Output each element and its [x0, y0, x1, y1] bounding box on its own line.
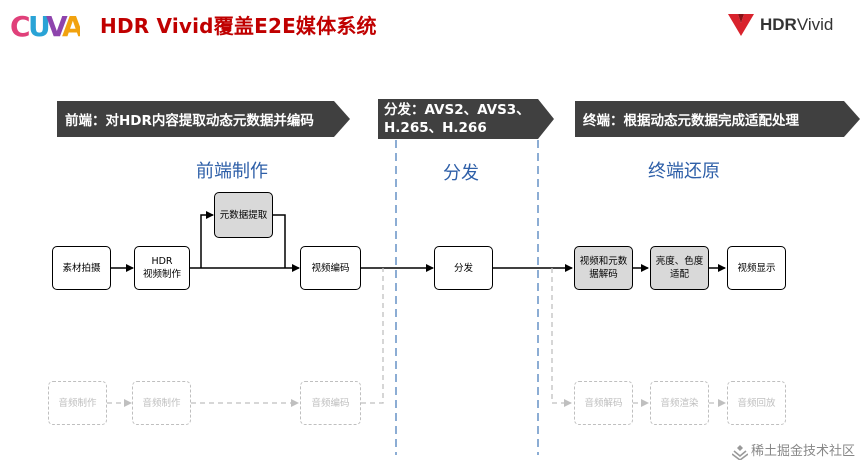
section-title-frontend: 前端制作 — [196, 161, 268, 182]
svg-text:A: A — [62, 10, 80, 43]
banner-frontend: 前端：对HDR内容提取动态元数据并编码 — [57, 101, 350, 137]
node-audio-playback: 音频回放 — [727, 381, 786, 425]
node-audio-encoding-label: 音频编码 — [311, 397, 350, 409]
node-distribution: 分发 — [434, 246, 493, 290]
node-audio-playback-label: 音频回放 — [737, 397, 776, 409]
node-audio-decoding-label: 音频解码 — [584, 397, 623, 409]
node-brightness-color-adaptation-label: 亮度、色度 适配 — [655, 256, 704, 280]
banner-terminal: 终端：根据动态元数据完成适配处理 — [575, 101, 860, 137]
watermark-text: 稀土掘金技术社区 — [750, 444, 855, 459]
node-audio-rendering: 音频渲染 — [650, 381, 709, 425]
node-distribution-label: 分发 — [453, 262, 473, 274]
node-audio-production-2: 音频制作 — [132, 381, 191, 425]
node-audio-production-1: 音频制作 — [48, 381, 107, 425]
node-video-encoding: 视频编码 — [300, 246, 361, 290]
node-video-display: 视频显示 — [727, 246, 786, 290]
node-material-shooting: 素材拍摄 — [52, 246, 111, 290]
node-audio-encoding: 音频编码 — [300, 381, 361, 425]
vivid-logo-text: Vivid — [796, 15, 834, 34]
node-video-display-label: 视频显示 — [737, 262, 776, 274]
page-title: HDR Vivid覆盖E2E媒体系统 — [100, 14, 377, 38]
node-video-encoding-label: 视频编码 — [311, 262, 350, 274]
node-audio-decoding: 音频解码 — [574, 381, 633, 425]
svg-text:U: U — [28, 10, 51, 43]
svg-text:V: V — [46, 10, 68, 43]
section-title-terminal: 终端还原 — [648, 161, 720, 182]
section-title-distribution: 分发 — [443, 163, 479, 184]
node-audio-production-1-label: 音频制作 — [58, 397, 97, 409]
watermark: 稀土掘金技术社区 — [731, 440, 855, 460]
hdr-vivid-mark-icon — [728, 14, 754, 36]
node-metadata-extraction: 元数据提取 — [214, 192, 273, 238]
node-metadata-extraction-label: 元数据提取 — [219, 209, 268, 221]
node-material-shooting-label: 素材拍摄 — [62, 262, 101, 274]
svg-text:C: C — [10, 10, 31, 43]
node-video-metadata-decoding-label: 视频和元数 据解码 — [579, 256, 628, 280]
cuva-logo: C U V A — [10, 10, 80, 43]
banner-distribution: 分发：AVS2、AVS3、H.265、H.266 — [378, 99, 554, 139]
juejin-logo-icon — [731, 444, 748, 460]
node-audio-production-2-label: 音频制作 — [142, 397, 181, 409]
node-hdr-video-production-label: HDR 视频制作 — [142, 256, 181, 280]
node-audio-rendering-label: 音频渲染 — [660, 397, 699, 409]
hdr-vivid-logo: HDRVivid — [728, 10, 833, 40]
node-hdr-video-production: HDR 视频制作 — [134, 246, 190, 290]
hdr-logo-text: HDR — [760, 15, 797, 34]
node-brightness-color-adaptation: 亮度、色度 适配 — [650, 246, 709, 290]
node-video-metadata-decoding: 视频和元数 据解码 — [574, 246, 633, 290]
